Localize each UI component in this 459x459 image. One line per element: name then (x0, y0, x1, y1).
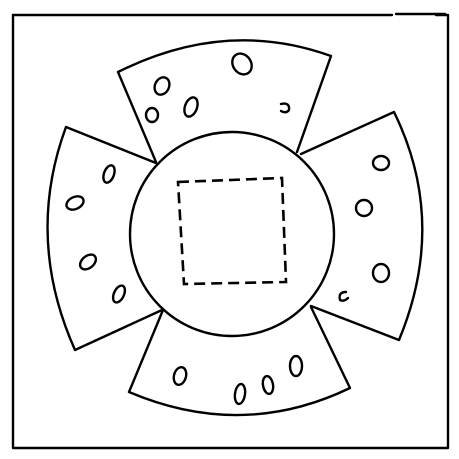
seed (111, 284, 128, 305)
seed (356, 200, 372, 216)
seed (234, 383, 247, 404)
seed (172, 366, 188, 386)
seed (182, 96, 200, 119)
petal-right (301, 112, 422, 340)
seed (340, 292, 348, 301)
seed (262, 375, 275, 394)
seed (228, 50, 255, 78)
seed (373, 264, 389, 282)
seed (101, 164, 117, 184)
frame-border (13, 15, 448, 448)
seed (281, 104, 289, 113)
petal-top (118, 40, 331, 162)
petal-bottom (129, 307, 350, 415)
seed (146, 108, 158, 122)
dashed-square (178, 178, 286, 284)
seed (64, 194, 85, 212)
center-circle (130, 132, 334, 336)
seed (77, 252, 99, 273)
seed (373, 156, 389, 170)
seed (290, 356, 302, 376)
seed (152, 75, 172, 97)
petal-left (48, 127, 162, 350)
